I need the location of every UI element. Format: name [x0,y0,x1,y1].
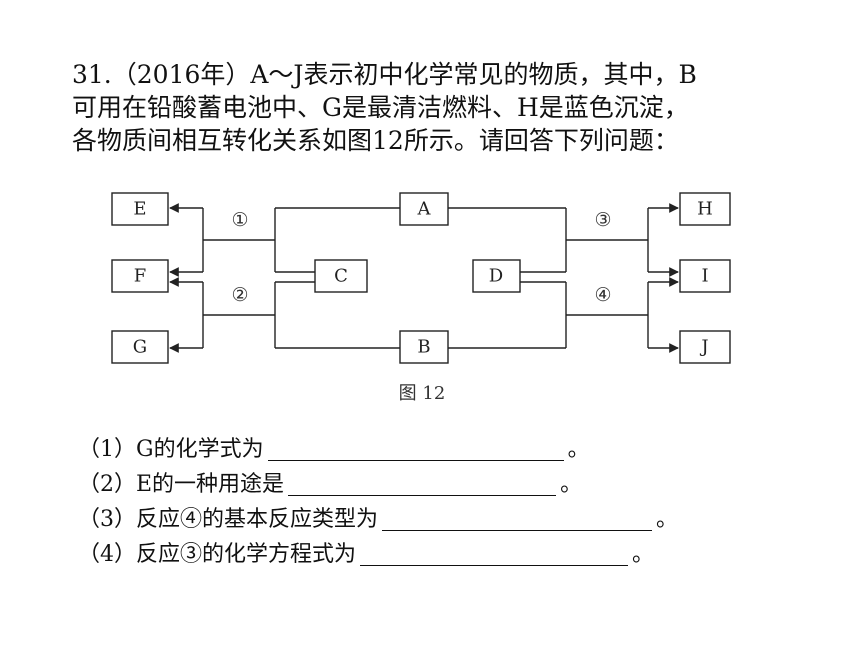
intro-line-1: 31.（2016年）A～J表示初中化学常见的物质，其中，B [72,60,697,89]
intro-line-2: 可用在铅酸蓄电池中、G是最清洁燃料、H是蓝色沉淀， [72,93,689,122]
question-3-text: （3）反应④的基本反应类型为 [78,507,378,532]
question-4: （4）反应③的化学方程式为 。 [78,537,678,572]
figure-caption: 图 12 [399,383,446,404]
answer-blank-4[interactable] [360,541,628,566]
question-1-text: （1）G的化学式为 [78,437,264,462]
answer-blank-3[interactable] [382,506,652,531]
question-2-text: （2）E的一种用途是 [78,472,285,497]
reaction-4-label: ④ [594,284,611,306]
answer-blank-1[interactable] [267,436,564,461]
question-list: （1）G的化学式为 。 （2）E的一种用途是 。 （3）反应④的基本反应类型为 … [78,432,678,572]
question-1: （1）G的化学式为 。 [78,432,678,467]
box-i [679,259,731,293]
label-b: B [417,337,430,358]
reaction-3-label: ③ [594,209,611,231]
question-2: （2）E的一种用途是 。 [78,467,678,502]
label-e: E [133,199,146,220]
label-g: G [133,337,147,358]
label-j: J [699,337,708,358]
reaction-diagram: E F G A B C D H I J ① ② ③ ④ 图 12 [100,180,760,412]
label-a: A [417,199,432,220]
box-h [679,192,731,226]
box-j [679,330,731,364]
answer-blank-2[interactable] [288,471,557,496]
question-4-text: （4）反应③的化学方程式为 [78,542,356,567]
question-1-end: 。 [567,437,590,462]
box-b [399,330,449,364]
box-a [399,192,449,226]
box-c [314,259,368,293]
label-i: I [701,266,708,287]
question-3: （3）反应④的基本反应类型为 。 [78,502,678,537]
intro-line-3: 各物质间相互转化关系如图12所示。请回答下列问题： [72,126,679,155]
connector-lines [169,203,679,353]
label-d: D [489,266,503,287]
box-d [472,259,521,293]
label-h: H [697,199,713,220]
reaction-1-label: ① [231,209,248,231]
label-c: C [334,266,348,287]
box-f [111,259,169,293]
question-3-end: 。 [656,507,679,532]
label-f: F [134,266,147,287]
box-g [111,330,169,364]
reaction-2-label: ② [231,284,248,306]
box-e [111,192,169,226]
diagram-svg: E F G A B C D H I J ① ② ③ ④ 图 12 [111,192,731,404]
question-intro: 31.（2016年）A～J表示初中化学常见的物质，其中，B 可用在铅酸蓄电池中、… [72,58,792,157]
question-2-end: 。 [560,472,583,497]
question-4-end: 。 [632,542,655,567]
